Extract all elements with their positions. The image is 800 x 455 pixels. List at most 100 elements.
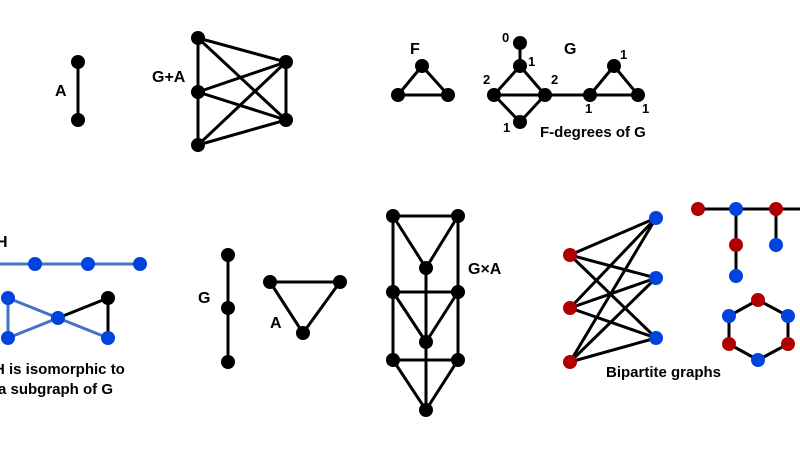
vertex <box>451 285 465 299</box>
graph-g-plus-a: G+A <box>152 31 293 152</box>
vertex <box>441 88 455 102</box>
vertex <box>391 88 405 102</box>
vertex <box>191 138 205 152</box>
edge <box>568 253 658 280</box>
vertex <box>71 55 85 69</box>
vertex <box>386 353 400 367</box>
label-a: A <box>55 83 67 100</box>
vertex <box>263 275 277 289</box>
edge <box>568 216 658 257</box>
vertex <box>221 248 235 262</box>
label-a: A <box>270 315 282 332</box>
vertex <box>607 59 621 73</box>
edge <box>6 296 60 320</box>
vertex <box>649 271 663 285</box>
vertex <box>729 202 743 216</box>
graph-g-times-a: G×A <box>386 209 502 417</box>
label-g: G <box>198 290 210 307</box>
vertex <box>649 211 663 225</box>
vertex <box>538 88 552 102</box>
edge <box>391 214 428 270</box>
vertex <box>81 257 95 271</box>
graph-g-path: G <box>198 248 235 369</box>
vertex <box>649 331 663 345</box>
edge <box>196 90 288 122</box>
degree-label: 2 <box>551 72 558 87</box>
vertex <box>279 55 293 69</box>
vertex <box>751 293 765 307</box>
edge <box>196 60 288 94</box>
caption-bipartite: Bipartite graphs <box>606 364 721 381</box>
edge <box>391 358 428 412</box>
bipartite-k33 <box>563 211 663 369</box>
bipartite-tree <box>691 202 800 283</box>
caption-h-line1: H is isomorphic to <box>0 361 125 378</box>
edge <box>196 60 288 147</box>
vertex <box>191 31 205 45</box>
vertex <box>631 88 645 102</box>
graph-a-triangle: A <box>263 275 347 340</box>
degree-label: 1 <box>642 101 649 116</box>
vertex <box>722 309 736 323</box>
bipartite-hexagon <box>722 293 795 367</box>
label-h: H <box>0 234 8 251</box>
edge <box>196 118 288 147</box>
edge <box>568 276 658 364</box>
degree-label: 1 <box>528 54 535 69</box>
graph-f: F <box>391 41 455 102</box>
vertex <box>191 85 205 99</box>
vertex <box>513 36 527 50</box>
edge <box>568 216 658 310</box>
vertex <box>221 355 235 369</box>
graph-h-subgraph: H H is isomorphic to a subgraph of G <box>0 234 147 398</box>
vertex <box>28 257 42 271</box>
vertex <box>1 291 15 305</box>
vertex <box>333 275 347 289</box>
degree-label: 0 <box>502 30 509 45</box>
label-g-times-a: G×A <box>468 261 502 278</box>
edge <box>424 214 460 270</box>
edge <box>568 253 658 340</box>
vertex <box>729 269 743 283</box>
vertex <box>101 331 115 345</box>
edge <box>568 336 658 364</box>
vertex <box>513 59 527 73</box>
vertex <box>415 59 429 73</box>
edge <box>196 36 288 122</box>
label-g: G <box>564 41 576 58</box>
vertex <box>769 202 783 216</box>
vertex <box>386 209 400 223</box>
vertex <box>419 403 433 417</box>
vertex <box>513 115 527 129</box>
caption-h-line2: a subgraph of G <box>0 381 113 398</box>
label-g-plus-a: G+A <box>152 69 186 86</box>
edge <box>391 290 428 344</box>
edge <box>424 358 460 412</box>
label-f: F <box>410 41 420 58</box>
vertex <box>729 238 743 252</box>
vertex <box>722 337 736 351</box>
vertex <box>451 209 465 223</box>
vertex <box>1 331 15 345</box>
vertex <box>769 238 783 252</box>
edge <box>568 216 658 364</box>
vertex <box>51 311 65 325</box>
edge <box>56 316 110 340</box>
vertex <box>781 337 795 351</box>
vertex <box>386 285 400 299</box>
vertex <box>296 326 310 340</box>
edge <box>301 280 342 335</box>
vertex <box>419 261 433 275</box>
edge <box>568 276 658 310</box>
edge <box>196 36 288 64</box>
vertex <box>451 353 465 367</box>
vertex <box>781 309 795 323</box>
edge <box>268 280 305 335</box>
edge <box>6 316 60 340</box>
vertex <box>563 248 577 262</box>
graph-g-f-degrees: G 0 1 2 2 1 1 1 1 F-degrees of G <box>483 30 649 141</box>
vertex <box>279 113 293 127</box>
graph-a-top: A <box>55 55 85 127</box>
